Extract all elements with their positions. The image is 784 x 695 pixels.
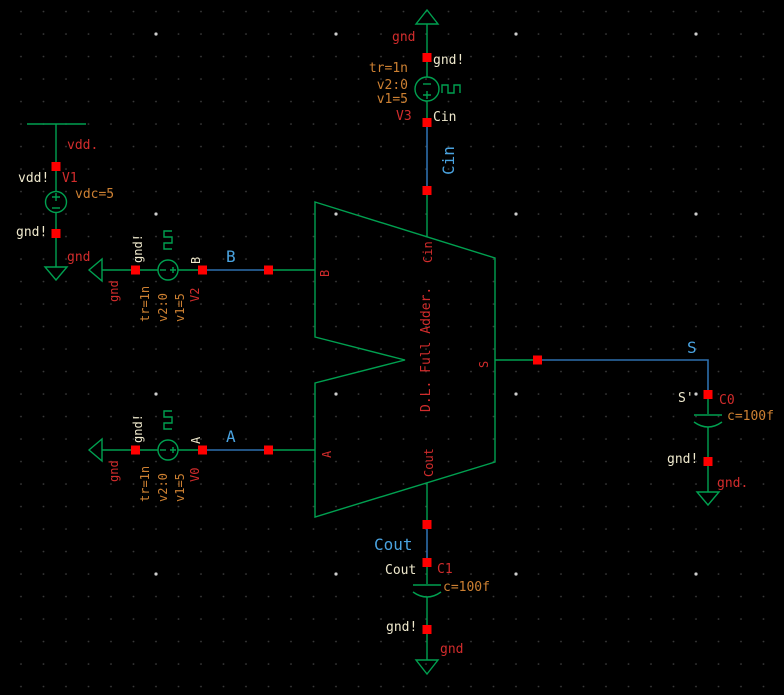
net-flag-gnd: gnd	[440, 642, 463, 657]
adder-pin-a: A	[320, 450, 334, 458]
instance-label-c1: C1	[437, 562, 453, 577]
pulse-wave-icon	[163, 230, 173, 250]
adder-pin-cin: Cin	[421, 241, 435, 263]
global-net-gnd: gnd!	[386, 620, 417, 635]
vpulse-v0: gnd gnd! tr=1n v2:0 v1=5 A V0	[87, 410, 207, 502]
net-label-cin[interactable]: Cin	[439, 146, 458, 175]
pulse-wave-icon	[163, 410, 173, 430]
param-tr: tr=1n	[138, 286, 152, 322]
plus-sign	[170, 447, 176, 453]
connection-dot[interactable]	[703, 457, 713, 466]
net-flag-gnd: gnd	[67, 250, 90, 265]
connection-dot[interactable]	[198, 445, 207, 455]
plus-sign	[52, 193, 60, 201]
adder-pin-s: S	[477, 361, 491, 368]
connection-dot[interactable]	[422, 625, 432, 634]
param-label-c1: c=100f	[443, 580, 490, 595]
adder-title: D.L. Full Adder.	[419, 287, 434, 412]
net-label-cout[interactable]: Cout	[374, 535, 413, 554]
global-net-gnd: gnd!	[667, 452, 698, 467]
param-label-vdc: vdc=5	[75, 187, 114, 202]
full-adder-symbol: B A Cin S Cout D.L. Full Adder.	[314, 201, 496, 518]
net-label-s[interactable]: S	[687, 338, 697, 357]
param-v2: v2:0	[156, 293, 170, 322]
param-tr: tr=1n	[138, 466, 152, 502]
connection-dot[interactable]	[264, 265, 273, 275]
connection-dot[interactable]	[198, 265, 207, 275]
param-label-c0: c=100f	[727, 409, 774, 424]
instance-label-v2: V2	[188, 288, 202, 302]
adder-pin-b: B	[318, 270, 332, 277]
net-label-a[interactable]: A	[226, 427, 236, 446]
pulse-wave-icon	[441, 84, 461, 94]
connection-dot[interactable]	[51, 229, 61, 238]
instance-label-v0: V0	[188, 468, 202, 482]
vpulse-v2: gnd gnd! tr=1n v2:0 v1=5 B V2	[87, 230, 207, 322]
connection-dot[interactable]	[422, 186, 432, 195]
global-net-gnd: gnd!	[131, 414, 145, 443]
gnd-triangle-icon[interactable]	[414, 659, 440, 676]
capacitor-c1: Cout C1 c=100f gnd! gnd	[385, 558, 490, 676]
instance-label-c0: C0	[719, 393, 735, 408]
global-net-gnd: gnd!	[433, 53, 464, 68]
capacitor-c0: S' C0 c=100f gnd! gnd.	[667, 390, 774, 507]
node-label-s: S'	[678, 391, 694, 406]
connection-dot[interactable]	[703, 390, 713, 399]
param-v1: v1=5	[173, 293, 187, 322]
gnd-triangle-icon[interactable]	[43, 266, 69, 282]
vdd-supply-v1: vdd. vdd! V1 vdc=5 gnd! gnd	[16, 123, 114, 282]
param-v2: v2:0	[156, 473, 170, 502]
instance-label-v1: V1	[62, 171, 78, 186]
plus-sign	[423, 91, 431, 99]
global-net-gnd: gnd!	[131, 234, 145, 263]
pin-label-b: B	[189, 257, 203, 264]
net-flag-gnd: gnd	[392, 30, 415, 45]
param-v1: v1=5	[377, 92, 408, 107]
param-tr: tr=1n	[369, 61, 408, 76]
adder-pin-cout: Cout	[422, 448, 436, 477]
instance-label-v3: V3	[396, 109, 412, 124]
net-flag-vdd: vdd.	[67, 138, 98, 153]
net-flag-gnd: gnd.	[717, 476, 748, 491]
param-v2: v2:0	[377, 78, 408, 93]
gnd-triangle-icon[interactable]	[695, 491, 721, 507]
connection-dot[interactable]	[422, 558, 432, 567]
node-label-cout: Cout	[385, 563, 416, 578]
connection-dot[interactable]	[422, 118, 432, 127]
net-flag-gnd: gnd	[107, 460, 121, 482]
connection-dot[interactable]	[264, 445, 273, 455]
global-net-vdd: vdd!	[18, 171, 49, 186]
connection-dot[interactable]	[422, 53, 432, 62]
net-flag-gnd: gnd	[107, 280, 121, 302]
pin-label-cin: Cin	[433, 110, 456, 125]
global-net-gnd: gnd!	[16, 225, 47, 240]
vdd-bar-symbol[interactable]	[27, 123, 86, 162]
plus-sign	[170, 267, 176, 273]
connection-dot[interactable]	[131, 445, 140, 455]
pin-label-a: A	[189, 436, 203, 444]
connection-dot[interactable]	[131, 265, 140, 275]
connection-dot[interactable]	[51, 162, 61, 171]
param-v1: v1=5	[173, 473, 187, 502]
net-wire-s[interactable]	[542, 359, 709, 390]
connection-dot[interactable]	[422, 520, 432, 529]
adder-outline[interactable]	[314, 201, 496, 518]
net-label-b[interactable]: B	[226, 247, 236, 266]
connection-dot[interactable]	[533, 355, 542, 365]
vpulse-v3: gnd gnd! tr=1n v2:0 v1=5 V3 Cin	[369, 8, 464, 127]
